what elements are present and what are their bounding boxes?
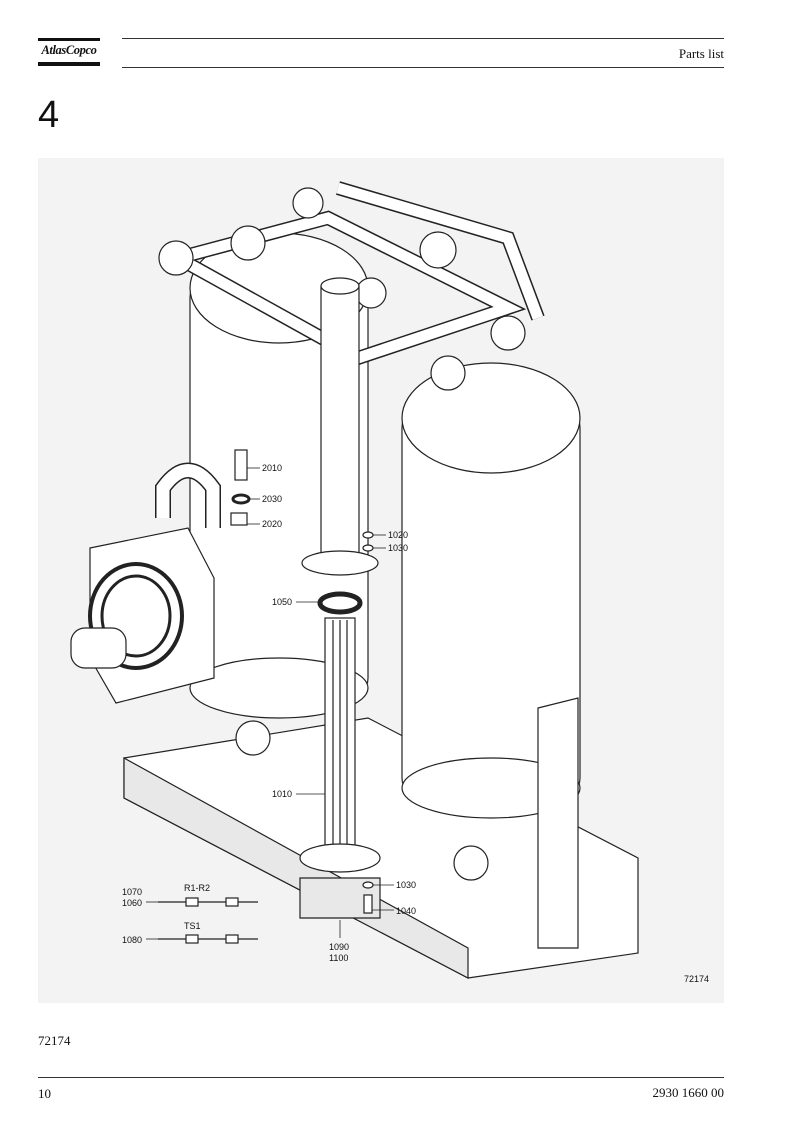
header-title: Parts list bbox=[678, 46, 724, 61]
figure-caption: 72174 bbox=[38, 1033, 71, 1048]
heater-flange bbox=[299, 843, 381, 873]
callout-1080: 1080 bbox=[122, 935, 142, 945]
column-flange bbox=[301, 550, 379, 576]
right-vessel-bottom bbox=[401, 757, 581, 819]
part-2020 bbox=[230, 512, 248, 526]
callout-1060: 1060 bbox=[122, 898, 142, 908]
header-rule-bottom bbox=[122, 67, 724, 68]
top-piping-fill bbox=[163, 212, 523, 364]
callout-1020: 1020 bbox=[388, 530, 408, 540]
callout-1010: 1010 bbox=[272, 789, 292, 799]
part-2030 bbox=[231, 493, 251, 505]
part-2010 bbox=[234, 449, 248, 481]
header-rule-top bbox=[122, 38, 724, 39]
terminal-box-1090 bbox=[299, 877, 381, 919]
flange-3 bbox=[292, 187, 324, 219]
callout-2010: 2010 bbox=[262, 463, 282, 473]
right-support bbox=[537, 697, 579, 949]
flange-8 bbox=[235, 720, 271, 756]
cable-label-r1-r2: R1-R2 bbox=[184, 883, 210, 893]
footer-rule bbox=[38, 1077, 724, 1078]
cable-r1-r2-connector-b bbox=[225, 897, 239, 907]
column-top bbox=[320, 277, 360, 295]
upper-pipe-fill bbox=[336, 182, 544, 320]
flange-4 bbox=[419, 231, 457, 269]
right-vessel-dome bbox=[401, 362, 581, 474]
cable-ts1-connector-b bbox=[225, 934, 239, 944]
callout-1100: 1100 bbox=[329, 953, 348, 963]
fan-motor bbox=[70, 627, 127, 669]
callout-2020: 2020 bbox=[262, 519, 282, 529]
part-1020 bbox=[362, 531, 374, 539]
logo-bar-bottom bbox=[38, 62, 100, 66]
part-1040 bbox=[363, 894, 373, 914]
left-vessel-bottom bbox=[189, 657, 369, 719]
cooler-pipe-fill bbox=[156, 464, 220, 528]
central-column bbox=[320, 285, 360, 557]
cable-r1-r2-connector-a bbox=[185, 897, 199, 907]
flange-1 bbox=[158, 240, 194, 276]
drawing-svg: 2010 2030 2020 1020 1030 1050 1010 1030 … bbox=[70, 181, 709, 984]
flange-9 bbox=[453, 845, 489, 881]
callout-1030-lower: 1030 bbox=[396, 880, 416, 890]
drawing-number: 72174 bbox=[684, 974, 709, 984]
logo-text: AtlasCopco bbox=[41, 43, 97, 57]
cable-ts1-connector-a bbox=[185, 934, 199, 944]
logo-bar-top bbox=[38, 38, 100, 41]
flange-6 bbox=[490, 315, 526, 351]
callout-2030: 2030 bbox=[262, 494, 282, 504]
flange-7 bbox=[430, 355, 466, 391]
document-number: 2930 1660 00 bbox=[652, 1085, 725, 1100]
part-1030-upper bbox=[362, 544, 374, 552]
flange-5 bbox=[355, 277, 387, 309]
callout-1090: 1090 bbox=[329, 942, 349, 952]
section-number: 4 bbox=[38, 94, 60, 136]
callout-1030-upper: 1030 bbox=[388, 543, 408, 553]
gasket-1050 bbox=[317, 591, 363, 615]
flange-2 bbox=[230, 225, 266, 261]
callout-1040: 1040 bbox=[396, 906, 416, 916]
part-1030-lower bbox=[362, 881, 374, 889]
exploded-view-drawing: 2010 2030 2020 1020 1030 1050 1010 1030 … bbox=[38, 158, 724, 1003]
cable-label-ts1: TS1 bbox=[184, 921, 201, 931]
callout-1070: 1070 bbox=[122, 887, 142, 897]
callout-1050: 1050 bbox=[272, 597, 292, 607]
atlas-copco-logo: AtlasCopco bbox=[38, 38, 100, 67]
page-number: 10 bbox=[38, 1086, 51, 1101]
